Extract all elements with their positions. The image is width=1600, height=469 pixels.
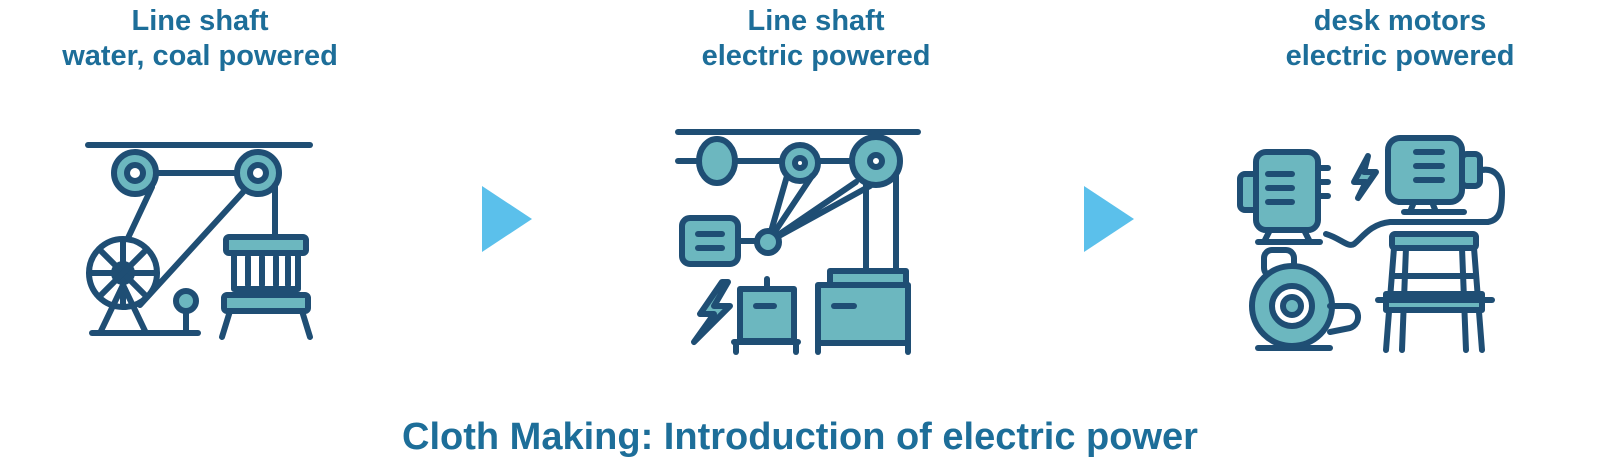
desk-motors-machine-icon xyxy=(1237,135,1505,353)
arrow-right-icon xyxy=(482,186,532,252)
arrow-right-icon xyxy=(1084,186,1134,252)
line-shaft-water-coal-machine-icon xyxy=(85,142,313,340)
stage-title-water-coal: Line shaft water, coal powered xyxy=(0,4,400,74)
stage-title-line1: Line shaft xyxy=(131,5,269,37)
line-shaft-electric-machine-icon xyxy=(675,129,921,355)
stage-title-desk-motors: desk motors electric powered xyxy=(1200,4,1600,74)
stage-title-electric-line-shaft: Line shaft electric powered xyxy=(616,4,1016,74)
diagram-caption: Cloth Making: Introduction of electric p… xyxy=(402,416,1198,458)
stage-title-line2: electric powered xyxy=(1285,40,1515,72)
stage-title-line1: Line shaft xyxy=(747,5,885,37)
stage-title-line1: desk motors xyxy=(1313,5,1487,37)
stage-title-line2: water, coal powered xyxy=(62,40,338,72)
stage-title-line2: electric powered xyxy=(701,40,931,72)
